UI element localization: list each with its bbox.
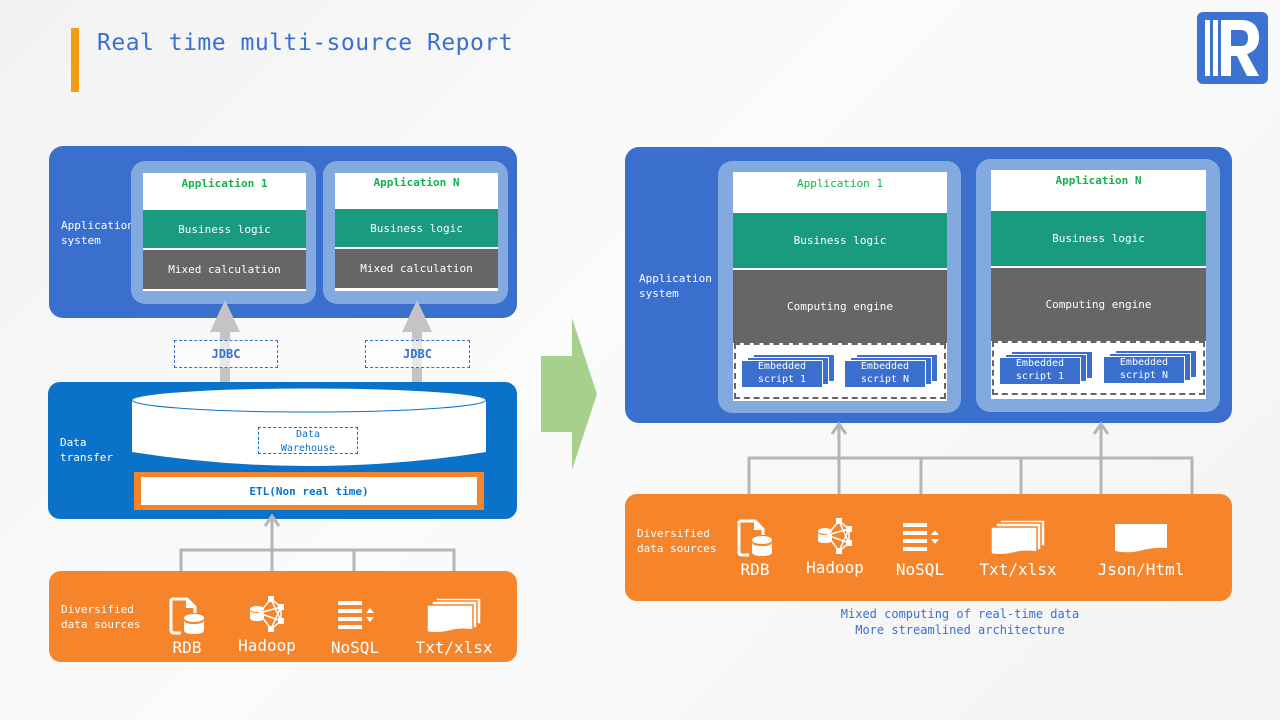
script-label-line1: Embedded	[1119, 357, 1169, 368]
etl-box: ETL(Non real time)	[134, 472, 484, 510]
data-transfer-label: Data transfer	[60, 436, 113, 464]
nosql-icon	[900, 518, 940, 558]
source-label: NoSQL	[895, 560, 945, 579]
right-app-n-title: Application N	[1055, 174, 1142, 187]
source-label: Txt/xlsx	[979, 560, 1057, 579]
warehouse-label-line1: Data	[295, 429, 321, 440]
right-source-hadoop: Hadoop	[800, 516, 870, 577]
right-sources-label: Diversified data sources	[637, 527, 717, 555]
left-sources-label: Diversified data sources	[61, 603, 141, 631]
right-app-1-frame: Application 1 Business logic Computing e…	[718, 161, 961, 413]
left-app-1-frame: Application 1 Business logic Mixed calcu…	[131, 161, 316, 304]
title-accent-bar	[71, 28, 79, 92]
rdb-icon	[735, 518, 775, 558]
document-icon	[1111, 518, 1171, 558]
script-label-line1: Embedded	[757, 361, 807, 372]
right-app-n-scripts-box: Embedded script 1 Embedded script N	[992, 341, 1205, 395]
right-source-rdb: RDB	[734, 518, 776, 579]
warehouse-label-line2: Warehouse	[280, 443, 336, 454]
script-label-line2: script 1	[757, 374, 807, 385]
source-label: RDB	[172, 638, 202, 657]
left-app-n-mixed-calculation: Mixed calculation	[335, 249, 498, 288]
nosql-icon	[335, 596, 375, 636]
left-source-hadoop: Hadoop	[232, 594, 302, 655]
right-source-json-html: Json/Html	[1086, 518, 1196, 579]
transition-arrow-icon	[541, 318, 597, 470]
right-source-files: Txt/xlsx	[970, 518, 1066, 579]
files-icon	[988, 518, 1048, 558]
left-app-n-title: Application N	[373, 176, 460, 189]
right-app-1-title: Application 1	[796, 177, 884, 190]
script-label-line2: script N	[860, 374, 910, 385]
data-warehouse-cylinder	[131, 387, 487, 466]
data-warehouse-label: Data Warehouse	[258, 427, 358, 454]
source-label: Hadoop	[806, 558, 864, 577]
right-app-1-scripts-box: Embedded script 1 Embedded script N	[734, 343, 946, 399]
script-label-line2: script N	[1119, 370, 1169, 381]
source-label: RDB	[740, 560, 770, 579]
left-app-1-title: Application 1	[181, 177, 268, 190]
etl-label: ETL(Non real time)	[141, 477, 477, 505]
left-source-nosql: NoSQL	[326, 596, 384, 657]
left-source-rdb: RDB	[166, 596, 208, 657]
source-label: NoSQL	[330, 638, 380, 657]
left-app-n-business-logic: Business logic	[335, 209, 498, 247]
caption-line-1: Mixed computing of real-time data	[840, 607, 1080, 621]
jdbc-label-1: JDBC	[174, 340, 278, 368]
hadoop-icon	[815, 516, 855, 556]
right-app-system-label: Application system	[639, 272, 712, 300]
files-icon	[424, 596, 484, 636]
caption-line-2: More streamlined architecture	[855, 623, 1065, 637]
right-app-n-computing-engine: Computing engine	[991, 268, 1206, 341]
hadoop-icon	[247, 594, 287, 634]
left-app-1-mixed-calculation: Mixed calculation	[143, 250, 306, 289]
embedded-script-1: Embedded script 1	[741, 354, 835, 390]
embedded-script-1: Embedded script 1	[999, 351, 1093, 387]
jdbc-label-n: JDBC	[365, 340, 470, 368]
source-label: Txt/xlsx	[415, 638, 493, 657]
embedded-script-n: Embedded script N	[844, 354, 938, 390]
right-source-nosql: NoSQL	[891, 518, 949, 579]
left-app-n-frame: Application N Business logic Mixed calcu…	[323, 161, 508, 304]
source-label: Json/Html	[1097, 560, 1185, 579]
script-label-line1: Embedded	[860, 361, 910, 372]
left-source-files: Txt/xlsx	[406, 596, 502, 657]
script-label-line2: script 1	[1015, 371, 1065, 382]
rdb-icon	[167, 596, 207, 636]
page-title: Real time multi-source Report	[97, 30, 514, 56]
architecture-caption: Mixed computing of real-time data More s…	[760, 606, 1160, 638]
left-app-system-label: Application system	[61, 219, 134, 247]
right-app-n-frame: Application N Business logic Computing e…	[976, 159, 1220, 412]
r-logo-icon	[1197, 12, 1268, 84]
right-app-1-computing-engine: Computing engine	[733, 270, 947, 343]
left-app-1-business-logic: Business logic	[143, 210, 306, 248]
script-label-line1: Embedded	[1015, 358, 1065, 369]
source-label: Hadoop	[238, 636, 296, 655]
embedded-script-n: Embedded script N	[1103, 350, 1197, 386]
right-app-1-business-logic: Business logic	[733, 213, 947, 268]
right-source-connectors	[747, 421, 1194, 494]
right-app-n-business-logic: Business logic	[991, 211, 1206, 266]
